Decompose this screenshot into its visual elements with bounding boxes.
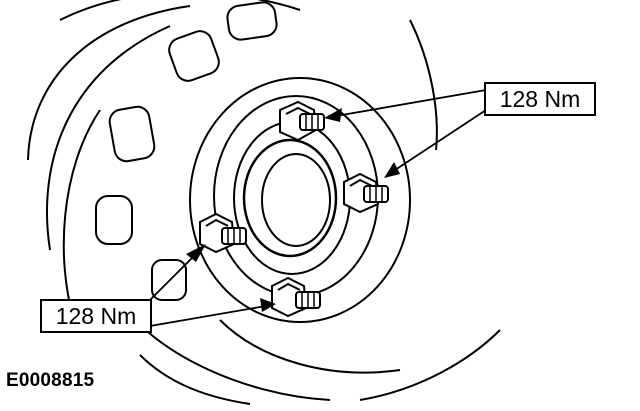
rim-arc-outer	[59, 0, 301, 21]
rim-arc-8	[409, 19, 438, 151]
torque-label-top: 128 Nm	[484, 82, 596, 116]
arrowhead-top-1	[324, 108, 342, 122]
leader-bottom-1	[149, 251, 199, 301]
leader-top-1	[335, 89, 487, 117]
arrowhead-top-2	[384, 162, 400, 178]
wheel-window-2	[108, 105, 156, 163]
wheel-window-4	[226, 1, 278, 41]
wheel-window-3	[95, 195, 133, 245]
wheel-window-5	[151, 259, 187, 301]
arrowhead-bottom-2	[260, 298, 276, 312]
rim-arc-5	[139, 354, 251, 405]
wheel-nut-left	[199, 212, 247, 254]
torque-label-bottom: 128 Nm	[40, 299, 152, 333]
leader-top-2	[391, 109, 487, 173]
wheel-window-1	[168, 30, 220, 82]
disc-ring-inner	[233, 121, 351, 275]
rim-arc-7	[359, 329, 501, 401]
rim-arc-3	[62, 109, 101, 321]
hub-bore-outer	[242, 138, 338, 258]
rim-arc-1	[27, 5, 191, 161]
wheel-nut-top	[279, 100, 325, 142]
rim-arc-6	[219, 319, 401, 374]
leader-bottom-2	[149, 305, 267, 327]
wheel-nut-right	[343, 172, 389, 214]
figure-code: E0008815	[6, 370, 95, 391]
arrowhead-bottom-1	[186, 244, 206, 262]
wheel-nut-bottom	[271, 276, 321, 318]
disc-ring-outer	[189, 77, 411, 323]
hub-bore-inner	[261, 153, 331, 247]
rim-arc-2	[46, 25, 171, 251]
